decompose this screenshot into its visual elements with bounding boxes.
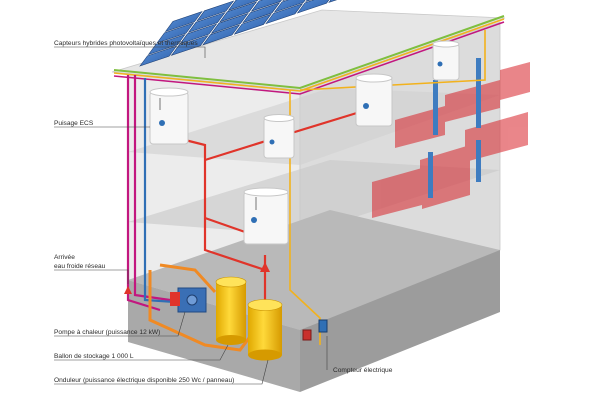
solar-panel [250,0,282,12]
dhw-drawoff-unit [355,73,393,127]
cold-water-pipe [143,78,176,304]
leader-line [54,359,269,385]
inverter-box [302,329,312,341]
ground-floor-side [300,250,500,392]
solar-panel [265,3,304,25]
leader-lines [54,46,328,385]
window [476,58,481,128]
heat-pump-unit [170,287,207,313]
label-dhw-drawoff: Puisage ECS [54,120,94,127]
leader-line [54,311,186,337]
facade-windows [428,58,481,198]
solar-loop-pipe [133,75,171,302]
solar-panel [328,0,338,3]
solar-panel [202,24,241,46]
solar-panel [196,0,235,22]
hot-water-pipe [184,138,266,272]
facade-heater [500,62,530,100]
label-electric-meter: Compteur électrique [333,367,393,374]
solar-panel [282,0,286,2]
roof-slab [111,9,506,91]
facade-heater [395,106,445,148]
solar-panel [179,23,218,45]
dhw-drawoff-unit [432,40,460,81]
label-cold-water-line1: Arrivée [54,254,75,261]
leader-line [54,269,129,284]
window [476,140,481,182]
solar-panel [156,22,195,44]
electric-meter-box [318,319,328,333]
flow-arrow-up [260,262,270,272]
solar-panel [187,11,226,33]
solar-panel-array [139,0,338,67]
solar-panel [296,0,330,14]
solar-panel [210,12,249,34]
facade-heater [372,168,422,218]
label-cold-water-line2: eau froide réseau [54,263,106,270]
label-hybrid-collectors: Capteurs hybrides photovoltaïques et the… [54,40,198,47]
label-heat-pump: Pompe à chaleur (puissance 12 kW) [54,329,160,336]
dhw-drawoff-unit [243,187,289,245]
storage-tank [215,276,247,345]
solar-panel [170,34,209,56]
heat-pump-loop [159,263,217,294]
solar-panel [219,1,258,23]
hot-water-pipe [204,216,246,234]
solar-panel [305,0,312,3]
solar-panel [227,0,259,11]
dhw-drawoff-unit [149,87,189,145]
leader-line [54,46,206,58]
solar-panel [273,0,306,13]
label-inverter: Onduleur (puissance électrique disponibl… [54,377,234,384]
solar-panel [139,45,178,67]
window [428,152,433,198]
solar-panel [164,11,203,33]
facade-heater [422,172,470,209]
heat-pump-loop [148,270,257,352]
label-storage-tank: Ballon de stockage 1 000 L [54,353,134,360]
ground-floor-edge [128,280,300,392]
solar-panel [242,2,281,24]
cold-water-arrow [124,286,132,294]
leader-line [54,344,229,361]
dhw-drawoff-unit [263,114,295,159]
window [433,80,438,135]
solar-panel [147,34,186,56]
facade-heater [445,80,500,122]
storage-tank [247,299,283,361]
roof-stripe-green [113,15,505,90]
solar-panel [233,13,272,35]
